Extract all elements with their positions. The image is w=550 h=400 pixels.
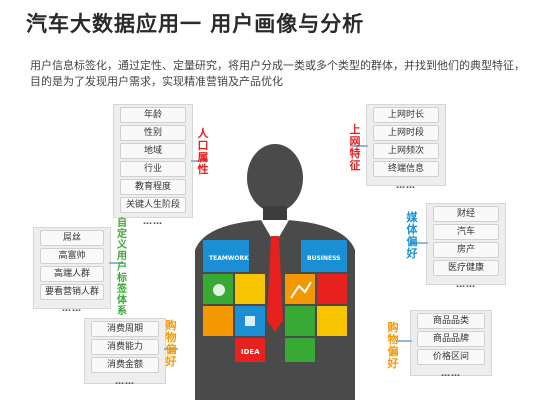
population-box: 年龄 性别 地域 行业 教育程度 关键人生阶段 …… [113, 104, 193, 227]
custom-tags-box: 屌丝 高富帅 高端人群 要看营销人群 …… [33, 227, 111, 314]
teamwork-tag: TEAMWORK [209, 255, 249, 262]
media-box: 财经 汽车 房产 医疗健康 …… [426, 203, 506, 290]
list-item: …… [396, 181, 416, 191]
page-title: 汽车大数据应用一 用户画像与分析 [26, 12, 365, 36]
list-item: 商品品牌 [417, 331, 485, 347]
online-box: 上网时长 上网时段 上网频次 终端信息 …… [366, 104, 446, 191]
list-item: 财经 [433, 206, 499, 222]
puzzle-piece-orange [285, 274, 315, 304]
list-item: 年龄 [120, 107, 186, 123]
connector-line [164, 348, 178, 350]
shopping-label: 购物偏好 [387, 321, 399, 370]
list-item: 高富帅 [40, 248, 104, 264]
list-item: 地域 [120, 143, 186, 159]
list-item: …… [115, 377, 135, 387]
list-item: 上网时段 [373, 125, 439, 141]
shopping-box: 商品品类 商品品牌 价格区间 …… [410, 310, 492, 379]
puzzle-piece-yellow-2 [317, 306, 347, 336]
connector-line [396, 340, 412, 342]
consume-box: 消费周期 消费能力 消费金额 …… [84, 318, 166, 387]
online-label: 上网特征 [349, 123, 361, 172]
list-item: …… [62, 304, 82, 314]
page-description: 用户信息标签化，通过定性、定量研究，将用户分成一类或多个类型的群体，并找到他们的… [30, 59, 525, 88]
list-item: 房产 [433, 242, 499, 258]
list-item: …… [441, 369, 461, 379]
list-item: 商品品类 [417, 313, 485, 329]
team-icon [213, 284, 225, 296]
list-item: 关键人生阶段 [120, 197, 186, 213]
consume-label: 购物偏好 [165, 319, 177, 368]
collar-shape [261, 220, 289, 244]
list-item: 上网时长 [373, 107, 439, 123]
user-figure: TEAMWORK BUSINESS IDEA [195, 144, 355, 400]
list-item: 消费能力 [91, 339, 159, 355]
puzzle-piece-orange-2 [203, 306, 233, 336]
custom-tags-label: 自定义用户标签体系 [117, 218, 127, 317]
chart-icon [290, 281, 312, 299]
list-item: …… [456, 280, 476, 290]
puzzle-piece-yellow [235, 274, 265, 304]
connector-line [410, 242, 428, 244]
list-item: 价格区间 [417, 349, 485, 365]
list-item: …… [143, 217, 163, 227]
puzzle-icon [245, 316, 255, 326]
list-item: 教育程度 [120, 179, 186, 195]
neck-shape [263, 206, 287, 222]
puzzle-piece-green-3 [285, 338, 315, 362]
puzzle-piece-blue-left [203, 240, 249, 272]
list-item: 要看营销人群 [40, 284, 104, 300]
puzzle-piece-blue-right [301, 240, 347, 272]
list-item: 行业 [120, 161, 186, 177]
tie-shape [267, 236, 283, 332]
connector-line [109, 262, 123, 264]
media-label: 媒体偏好 [406, 211, 418, 260]
puzzle-piece-red-2 [235, 338, 265, 362]
list-item: 性别 [120, 125, 186, 141]
population-label: 人口属性 [197, 127, 209, 176]
list-item: 高端人群 [40, 266, 104, 282]
list-item: 屌丝 [40, 230, 104, 246]
connector-line [191, 160, 207, 162]
list-item: 消费周期 [91, 321, 159, 337]
idea-tag: IDEA [241, 348, 260, 356]
list-item: 上网频次 [373, 143, 439, 159]
head-shape [247, 144, 303, 212]
list-item: 消费金额 [91, 357, 159, 373]
connector-line [352, 145, 368, 147]
list-item: 终端信息 [373, 161, 439, 177]
puzzle-piece-green-2 [285, 306, 315, 336]
business-tag: BUSINESS [307, 255, 341, 262]
list-item: 医疗健康 [433, 260, 499, 276]
list-item: 汽车 [433, 224, 499, 240]
puzzle-piece-red [317, 274, 347, 304]
